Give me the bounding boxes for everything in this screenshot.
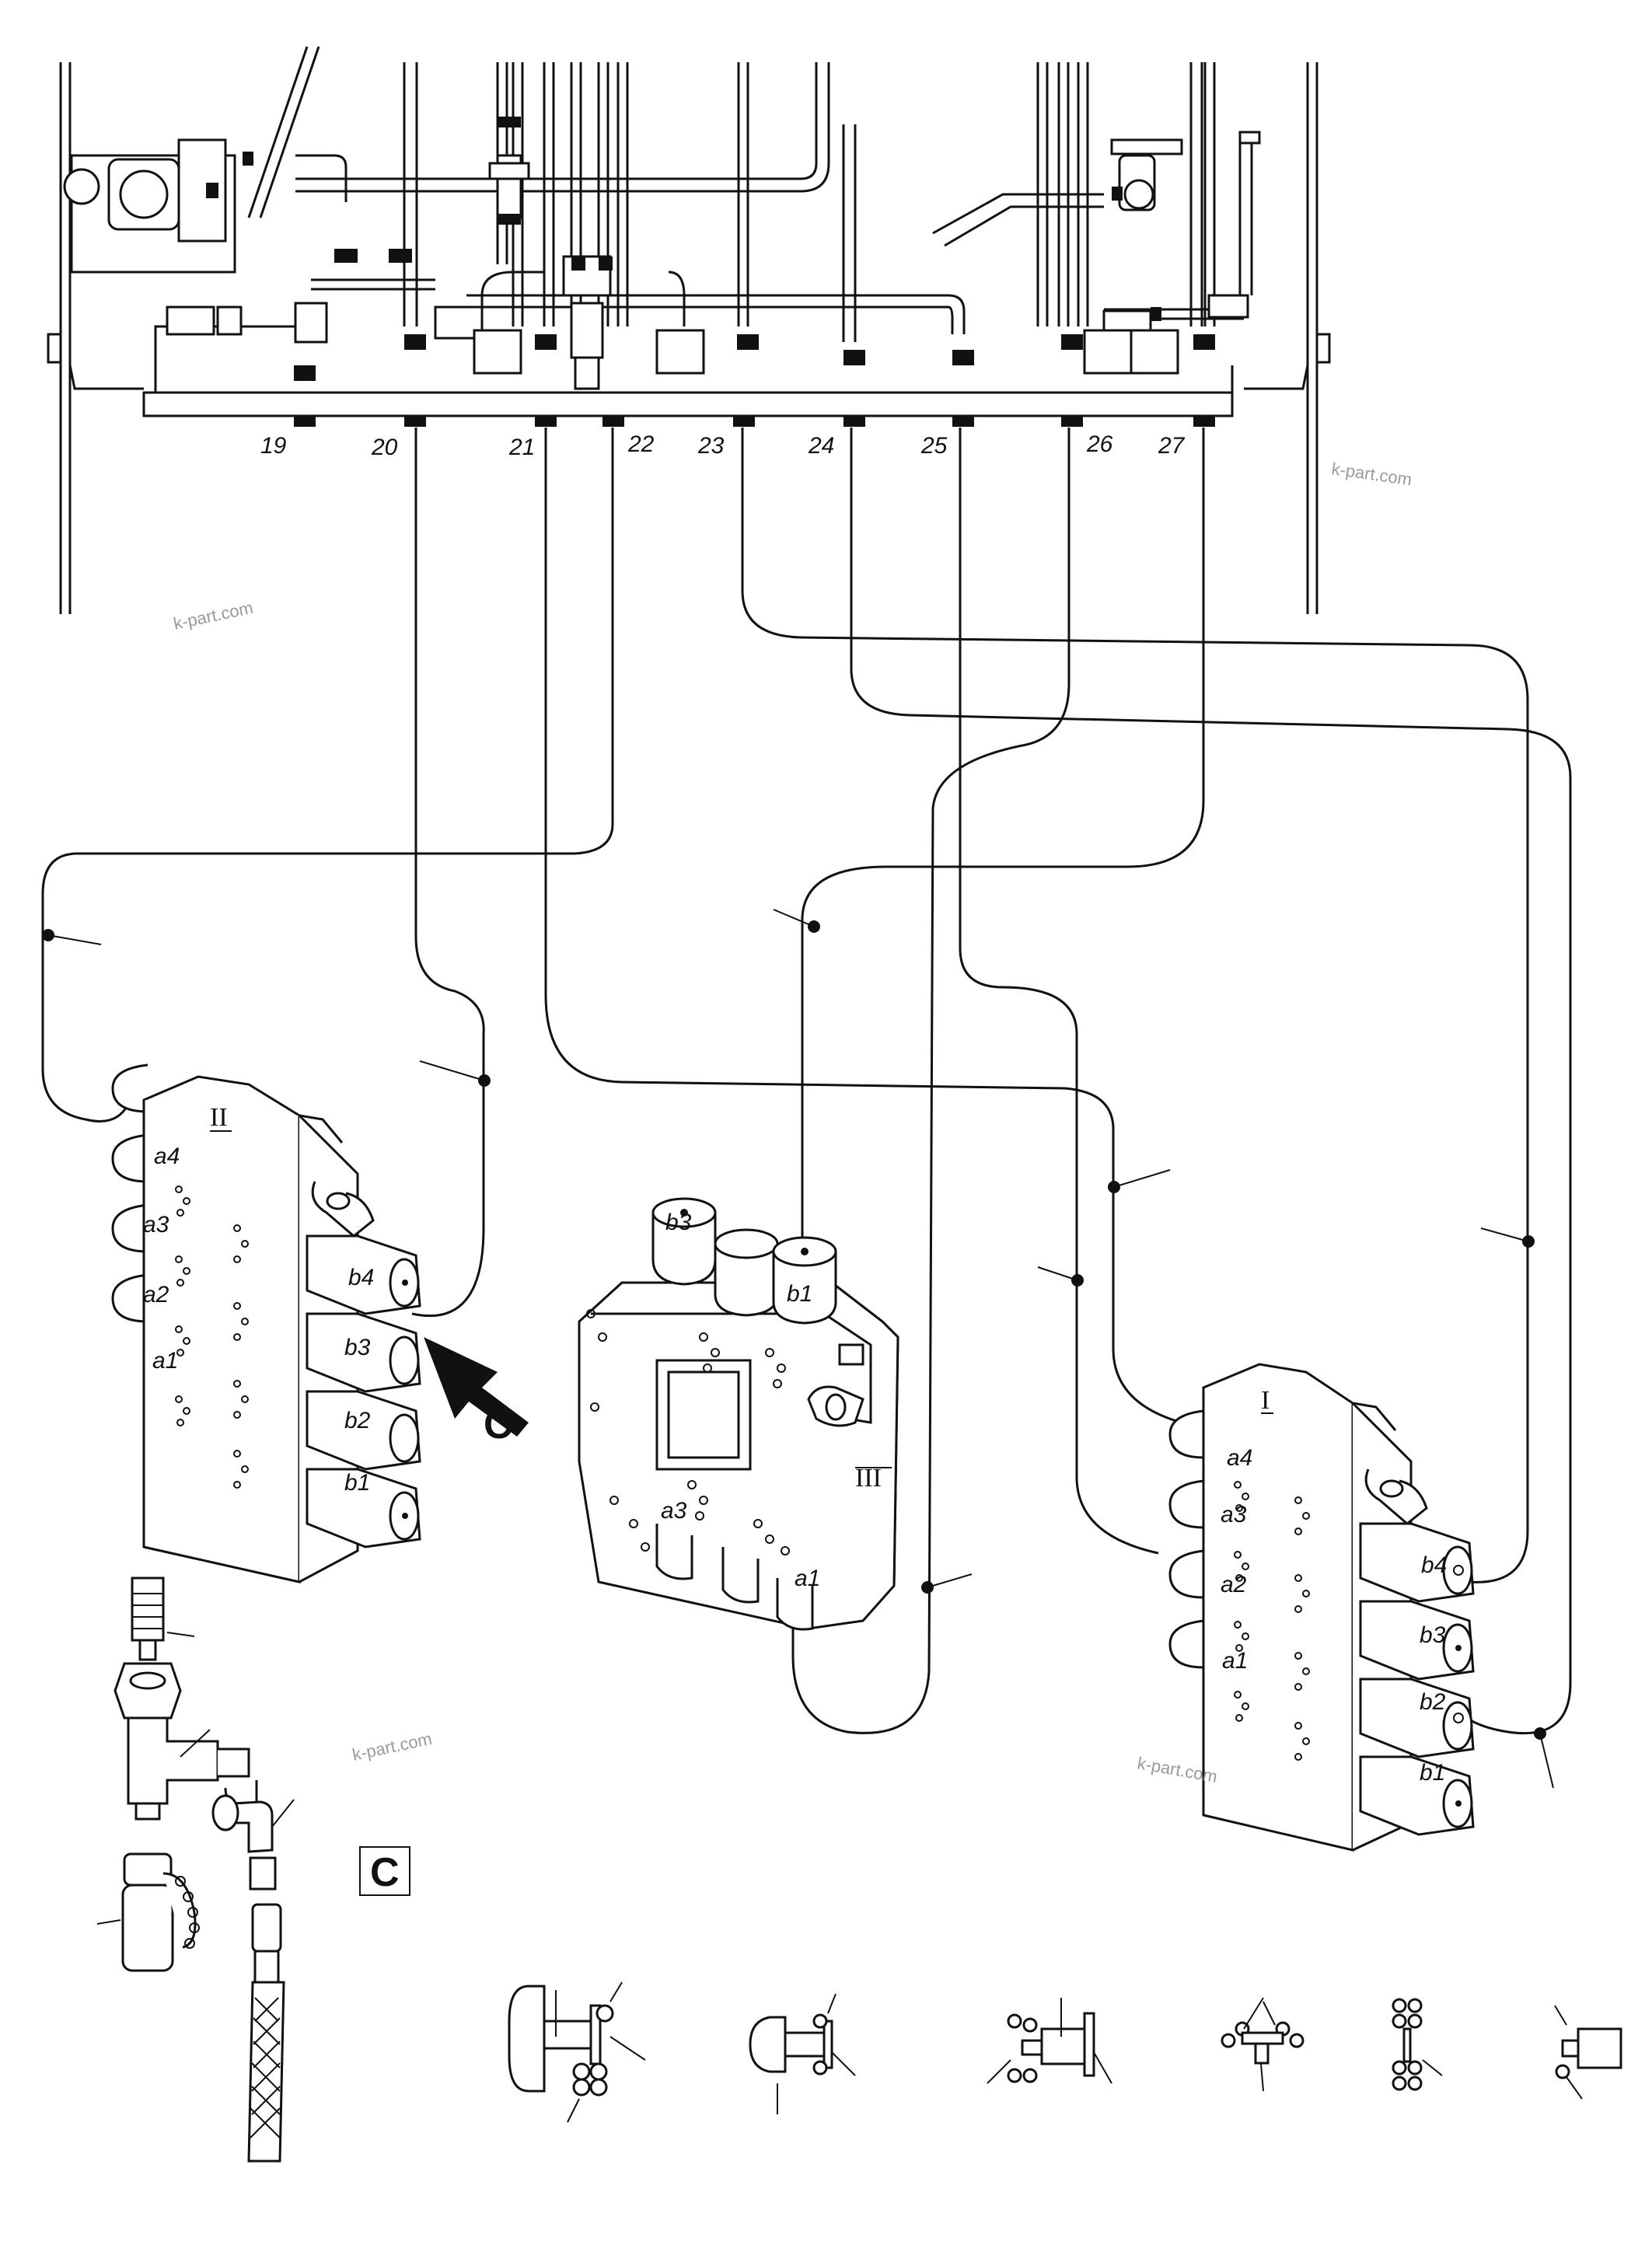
rail-fitting-caps (294, 117, 1215, 381)
valve-i-port-a3: a3 (1221, 1502, 1247, 1528)
valve-iii-port-b1: b1 (787, 1281, 812, 1307)
valve-iii-port-a3: a3 (661, 1498, 687, 1524)
valve-i-port-b2: b2 (1420, 1689, 1446, 1715)
hose-lines (41, 428, 1572, 1735)
valve-ii-port-b3: b3 (344, 1335, 371, 1360)
connector-number-labels: 19 20 21 22 23 24 25 26 27 (260, 431, 1186, 460)
valve-i-label: I (1261, 1386, 1270, 1415)
connector-number-27: 27 (1158, 433, 1186, 459)
hose-callouts (42, 909, 1554, 1789)
view-arrow-c: C (424, 1337, 529, 1447)
watermark-2: k-part.com (172, 598, 255, 634)
valve-i-port-b3: b3 (1420, 1622, 1446, 1648)
valve-i-port-a1: a1 (1222, 1648, 1248, 1674)
valve-iii-label: III (855, 1464, 882, 1493)
cross-pipes (295, 62, 1244, 334)
connector-number-23: 23 (697, 433, 725, 459)
connector-number-25: 25 (920, 433, 948, 459)
supply-pipes (247, 46, 1253, 342)
hydraulic-motor (63, 138, 253, 274)
manifold-base-rail (142, 391, 1234, 417)
valve-ii-port-b4: b4 (348, 1265, 374, 1290)
connector-number-26: 26 (1086, 431, 1113, 457)
valve-ii-port-b1: b1 (344, 1470, 370, 1496)
frame-rails (47, 62, 1331, 614)
watermark-3: k-part.com (351, 1729, 434, 1765)
connector-stubs (294, 416, 1215, 427)
valve-iii-port-b3: b3 (665, 1210, 692, 1235)
connector-number-24: 24 (808, 433, 834, 459)
valve-ii-port-b2: b2 (344, 1408, 371, 1433)
manifold-assembly (63, 46, 1261, 427)
valve-block-iii: III b3 b1 a3 a1 (578, 1197, 899, 1631)
valve-block-i: I a4 a3 a2 a1 b4 b3 b2 b1 (1168, 1363, 1475, 1852)
valve-i-port-a2: a2 (1221, 1572, 1247, 1597)
valve-ii-port-a3: a3 (143, 1212, 169, 1238)
valve-ii-port-a4: a4 (154, 1143, 180, 1169)
mounting-hardware-details (508, 1981, 1622, 2123)
manifold-fittings (166, 131, 1261, 390)
connector-number-22: 22 (627, 431, 655, 457)
valve-ii-port-a2: a2 (143, 1282, 169, 1308)
detail-c-label: C (370, 1850, 400, 1895)
view-arrow-label: C (484, 1402, 513, 1447)
detail-c-box: C (359, 1846, 410, 1896)
valve-i-port-b4: b4 (1421, 1552, 1447, 1578)
valve-ii-label: II (210, 1103, 228, 1132)
valve-i-port-b1: b1 (1420, 1760, 1445, 1786)
test-point-fitting-detail (96, 1576, 295, 2163)
valve-ii-port-a1: a1 (152, 1348, 178, 1374)
connector-number-20: 20 (371, 435, 398, 460)
connector-number-19: 19 (260, 433, 287, 459)
valve-block-ii: II a4 a3 a2 a1 b4 b3 b2 b1 (111, 1063, 421, 1583)
connector-number-21: 21 (508, 435, 535, 460)
valve-i-port-a4: a4 (1227, 1445, 1252, 1471)
watermark-1: k-part.com (1330, 459, 1413, 489)
valve-iii-port-a1: a1 (795, 1566, 820, 1591)
